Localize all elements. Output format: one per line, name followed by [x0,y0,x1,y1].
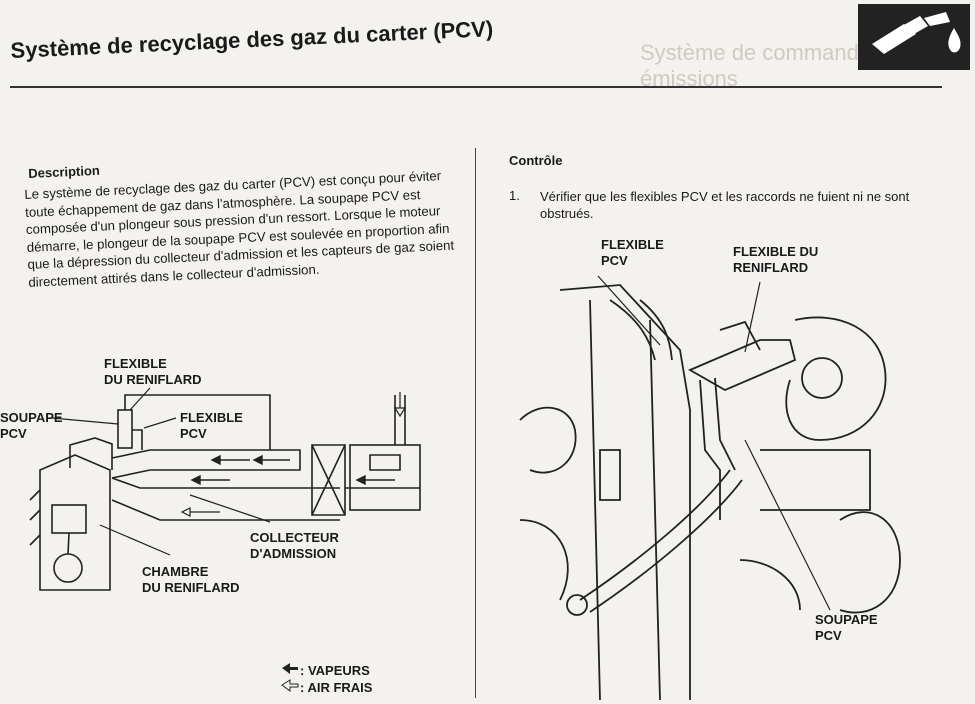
piston [51,504,87,534]
column-divider [475,148,476,698]
controle-heading: Contrôle [509,153,563,168]
engine-block [39,454,111,591]
legend-air-frais-text: AIR FRAIS [307,680,373,695]
label-collecteur: COLLECTEUR D'ADMISSION [250,530,339,561]
engine-emission-icon [858,4,970,70]
legend-air-frais: : AIR FRAIS [300,680,373,695]
label-soupape-pcv-left: SOUPAPE PCV [0,410,63,441]
legend-vapeurs: : VAPEURS [300,663,370,678]
engine-bay-illustration [519,284,901,701]
label-flexible-reniflard-right: FLEXIBLE DU RENIFLARD [733,244,819,275]
header-rule [10,86,942,88]
pcv-valve [117,409,133,449]
step-number: 1. [509,188,520,203]
crankshaft [53,553,83,583]
label-flexible-pcv-right: FLEXIBLE PCV [601,237,664,268]
legend-vapeurs-text: VAPEURS [307,663,370,678]
filled-arrow-left-icon [282,663,298,674]
throttle-body [349,444,421,511]
label-flexible-reniflard: FLEXIBLE DU RENIFLARD [104,356,202,387]
step-text: Vérifier que les flexibles PCV et les ra… [540,189,910,221]
outline-arrow-left-icon [281,679,299,692]
label-chambre: CHAMBRE DU RENIFLARD [142,564,240,595]
label-soupape-pcv-right: SOUPAPE PCV [815,612,878,643]
label-flexible-pcv-left: FLEXIBLE PCV [180,410,243,441]
